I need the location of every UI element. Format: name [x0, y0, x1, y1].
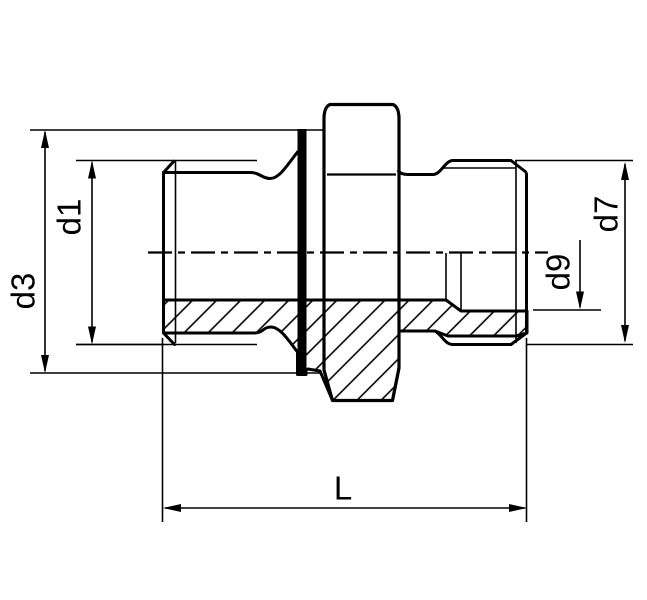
- d1-arrow-up: [88, 160, 96, 179]
- collar-shoulder: [297, 129, 307, 375]
- L-arrow-left: [163, 504, 181, 512]
- L-label: L: [334, 470, 352, 507]
- end-chamfer-bottom-left: [162, 331, 176, 346]
- L-arrow-right: [509, 504, 527, 512]
- d1-label: d1: [51, 199, 88, 236]
- d7-arrow-down: [621, 325, 629, 343]
- dimension-d3: d3: [5, 129, 324, 374]
- hex-silhouette: [322, 102, 401, 403]
- d9-arrow-down: [576, 291, 584, 310]
- d3-label: d3: [5, 273, 42, 310]
- d9-label: d9: [540, 254, 577, 291]
- thread-profile-bottom-right: [434, 329, 528, 346]
- d7-label: d7: [588, 196, 625, 233]
- thread-root-runout-left: [162, 150, 299, 181]
- dimension-L: L: [161, 338, 528, 522]
- dimension-d1: d1: [51, 160, 164, 346]
- d1-arrow-down: [88, 326, 96, 345]
- dimension-d9: d9: [533, 240, 601, 311]
- d3-arrow-up: [41, 130, 49, 148]
- d3-arrow-down: [41, 355, 49, 373]
- dimension-d7: d7: [515, 159, 633, 346]
- hex-nut: [322, 102, 401, 403]
- d7-arrow-up: [621, 162, 629, 180]
